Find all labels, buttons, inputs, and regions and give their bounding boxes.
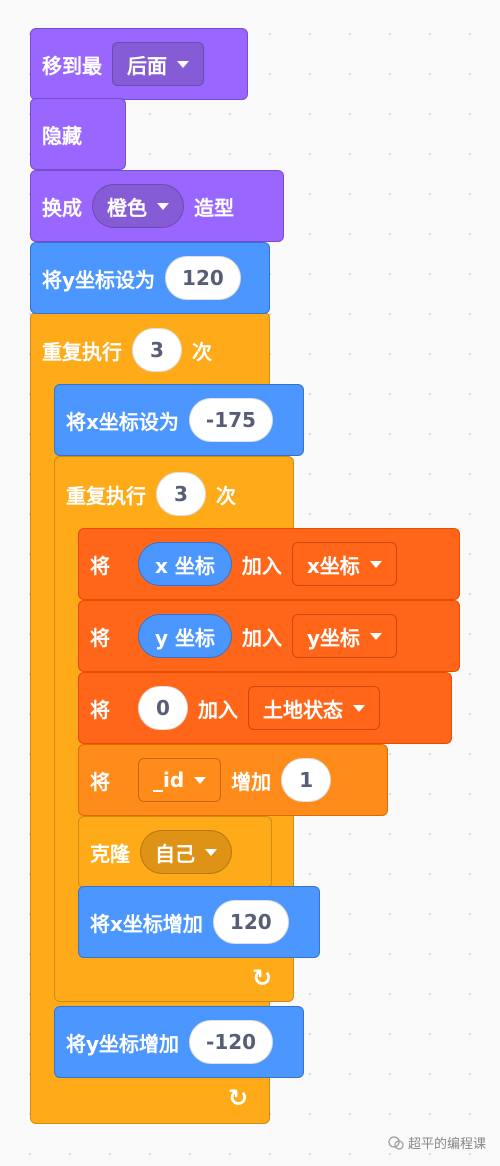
set-y-input[interactable]: 120	[165, 256, 241, 300]
add-x-label: 将	[90, 553, 110, 578]
chevron-down-icon	[369, 560, 382, 568]
loop-arrow-icon: ↻	[228, 1084, 249, 1112]
id-variable-dropdown[interactable]: _id	[138, 758, 222, 802]
change-id-label: 将	[90, 769, 110, 794]
costume-dropdown[interactable]: 橙色	[92, 184, 184, 228]
chevron-down-icon	[353, 704, 365, 712]
add-land-mid: 加入	[198, 697, 238, 722]
change-id-mid: 增加	[231, 769, 272, 794]
chevron-down-icon	[194, 776, 207, 784]
switch-costume-label: 换成	[42, 195, 82, 220]
change-id-input[interactable]: 1	[281, 758, 332, 802]
x-list-dropdown[interactable]: x坐标	[291, 542, 397, 586]
watermark-text: 超平的编程课	[407, 1137, 486, 1152]
clone-target-dropdown[interactable]: 自己	[140, 830, 232, 874]
change-id-block[interactable]	[78, 744, 388, 816]
repeat-inner-input[interactable]: 3	[156, 472, 206, 516]
repeat-outer-suffix: 次	[192, 339, 212, 364]
change-y-label: 将y坐标增加	[66, 1031, 180, 1056]
chevron-down-icon	[177, 60, 189, 68]
go-to-back-label: 移到最	[42, 53, 102, 78]
wechat-icon	[388, 1135, 404, 1150]
repeat-outer-input[interactable]: 3	[132, 328, 182, 372]
change-x-label: 将x坐标增加	[90, 911, 203, 936]
layer-dropdown[interactable]: 后面	[112, 42, 204, 86]
repeat-outer-label: 重复执行	[42, 339, 122, 364]
add-x-mid: 加入	[241, 553, 282, 578]
repeat-inner-suffix: 次	[216, 483, 236, 508]
hide-block[interactable]	[30, 98, 126, 170]
add-y-label: 将	[90, 625, 110, 650]
set-x-input[interactable]: -175	[188, 398, 273, 442]
watermark: 超平的编程课	[388, 1133, 486, 1152]
hide-label: 隐藏	[42, 123, 82, 148]
repeat-inner-label: 重复执行	[66, 483, 146, 508]
change-x-input[interactable]: 120	[212, 900, 289, 944]
costume-suffix: 造型	[194, 195, 234, 220]
x-position-reporter[interactable]: x 坐标	[138, 542, 232, 586]
set-x-label: 将x坐标设为	[66, 409, 179, 434]
add-y-mid: 加入	[242, 625, 282, 650]
land-list-dropdown[interactable]: 土地状态	[248, 686, 380, 730]
chevron-down-icon	[205, 848, 217, 856]
chevron-down-icon	[370, 632, 383, 640]
y-position-reporter[interactable]: y 坐标	[138, 614, 232, 658]
add-land-label: 将	[90, 697, 110, 722]
y-list-dropdown[interactable]: y坐标	[292, 614, 398, 658]
land-value-input[interactable]: 0	[138, 686, 188, 730]
chevron-down-icon	[157, 202, 169, 210]
loop-arrow-icon: ↻	[252, 964, 273, 992]
clone-label: 克隆	[90, 841, 130, 866]
change-y-input[interactable]: -120	[189, 1020, 274, 1064]
set-y-label: 将y坐标设为	[42, 267, 156, 292]
